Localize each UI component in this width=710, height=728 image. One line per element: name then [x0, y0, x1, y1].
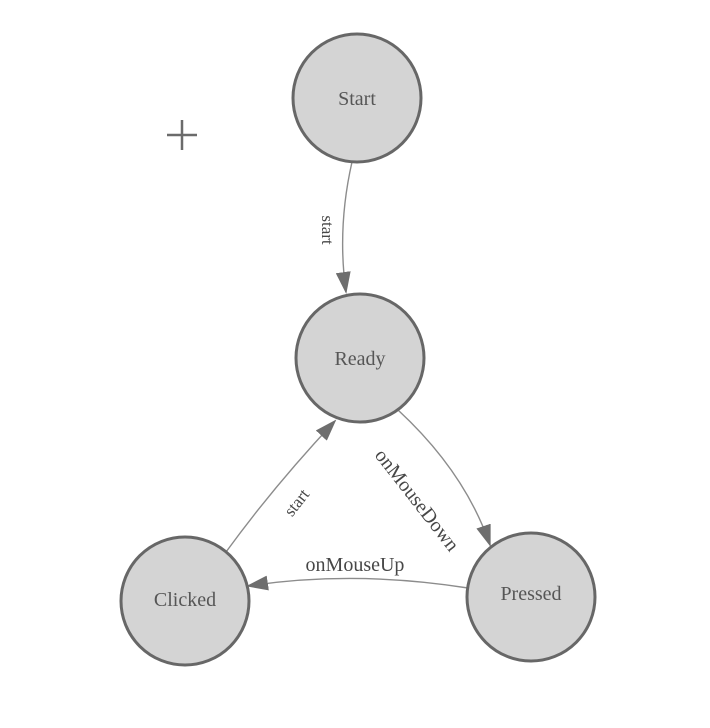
edge-path[interactable]: [225, 419, 337, 553]
edge-label-onmousedown: onMouseDown: [370, 445, 463, 556]
node-start-label: Start: [338, 88, 376, 110]
node-pressed[interactable]: Pressed: [465, 531, 597, 663]
node-clicked-circle[interactable]: [119, 535, 251, 667]
node-ready-label: Ready: [334, 348, 385, 370]
edge-pressed-to-clicked[interactable]: onMouseUp: [246, 554, 469, 591]
node-pressed-label: Pressed: [500, 583, 561, 605]
edge-path[interactable]: [335, 161, 353, 294]
node-ready[interactable]: Ready: [294, 292, 426, 424]
crosshair-plus-icon: [167, 120, 197, 150]
edge-start-to-ready[interactable]: start: [318, 161, 353, 294]
node-start[interactable]: Start: [291, 32, 423, 164]
edge-path[interactable]: [246, 575, 469, 591]
edge-path[interactable]: [397, 409, 491, 547]
edge-clicked-to-ready[interactable]: start: [225, 419, 337, 553]
edge-label-start: start: [280, 485, 313, 520]
node-start-circle[interactable]: [291, 32, 423, 164]
node-clicked[interactable]: Clicked: [119, 535, 251, 667]
edge-ready-to-pressed[interactable]: onMouseDown: [370, 409, 491, 556]
node-ready-circle[interactable]: [294, 292, 426, 424]
node-clicked-label: Clicked: [154, 589, 216, 611]
edge-label-onmouseup: onMouseUp: [306, 554, 405, 576]
node-pressed-circle[interactable]: [465, 531, 597, 663]
edge-label-start: start: [318, 215, 337, 245]
